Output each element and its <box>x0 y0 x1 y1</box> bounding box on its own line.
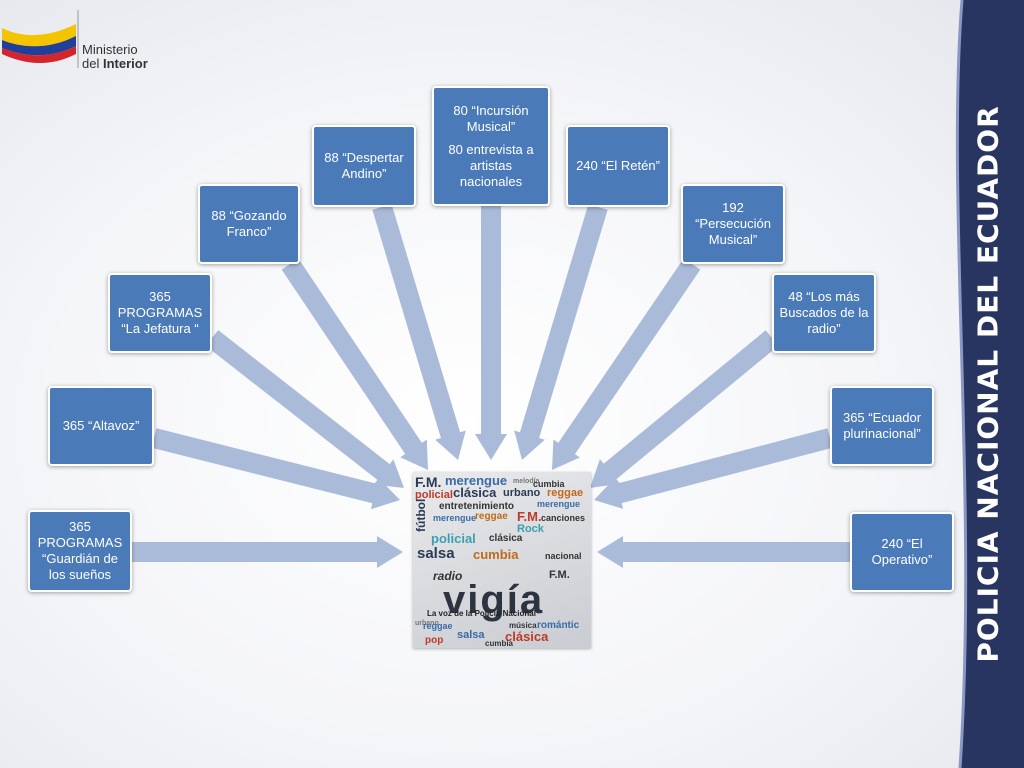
center-word: clásica <box>505 629 549 644</box>
center-word: salsa <box>417 545 455 562</box>
box-buscados: 48 “Los más Buscados de la radio” <box>772 273 876 353</box>
center-tagline: La voz de la Policía Nacional <box>427 609 536 618</box>
center-word: urbano <box>503 487 541 499</box>
center-word: Rock <box>517 523 544 535</box>
radio-vigia-image: F.M. merengue melodía cumbia policial cl… <box>413 472 591 648</box>
box-operativo: 240 “El Operativo” <box>850 512 954 592</box>
center-word: salsa <box>457 629 485 641</box>
center-word: reggae <box>475 511 508 522</box>
arrow-despertar <box>372 204 466 460</box>
center-word: melodía <box>513 478 540 485</box>
center-word: nacional <box>545 551 582 561</box>
center-word: entretenimiento <box>439 501 515 512</box>
box-jefatura: 365 PROGRAMAS “La Jefatura “ <box>108 273 212 353</box>
arrow-ecuador <box>594 428 833 509</box>
arrow-persecucion <box>552 258 701 470</box>
box-despertar: 88 “Despertar Andino” <box>312 125 416 207</box>
center-word: reggae <box>423 621 453 631</box>
center-word: clásica <box>453 485 497 500</box>
ministerio-logo: Ministerio del Interior <box>0 10 160 71</box>
arrow-reten <box>514 204 608 460</box>
center-word: F.M. <box>549 569 570 581</box>
center-word: urbano <box>415 620 439 627</box>
box-reten: 240 “El Retén” <box>566 125 670 207</box>
arrow-incursion <box>475 206 507 460</box>
center-word: merengue <box>445 473 508 488</box>
center-word: cumbia <box>473 547 519 562</box>
box-gozando: 88 “Gozando Franco” <box>198 184 300 264</box>
center-word: clásica <box>489 533 523 544</box>
box-incursion: 80 “Incursión Musical” 80 entrevista a a… <box>432 86 550 206</box>
side-band <box>955 0 1024 768</box>
center-word: cumbia <box>533 479 565 489</box>
center-word: radio <box>433 569 463 583</box>
center-logo-text: vigía <box>443 578 545 622</box>
center-word: fútbol <box>414 498 428 532</box>
center-word: policial <box>415 489 453 501</box>
logo-line-2: del Interior <box>82 56 148 71</box>
center-word: canciones <box>541 513 586 523</box>
box-altavoz: 365 “Altavoz” <box>48 386 154 466</box>
center-word: F.M. <box>415 474 442 490</box>
arrow-guardian <box>132 536 403 568</box>
center-word: pop <box>425 635 444 646</box>
arrow-altavoz <box>151 428 400 510</box>
center-word: merengue <box>433 513 477 523</box>
center-word: policial <box>431 531 476 546</box>
flag-swoosh-icon <box>2 10 79 68</box>
center-word: romántic <box>537 620 580 631</box>
logo-line-1: Ministerio <box>82 42 138 57</box>
center-word: F.M. <box>517 509 542 524</box>
center-word: música <box>509 621 537 630</box>
center-word: merengue <box>537 499 581 509</box>
box-guardian: 365 PROGRAMAS “Guardián de los sueños <box>28 510 132 592</box>
center-word: reggae <box>547 487 584 499</box>
arrow-jefatura <box>205 330 404 488</box>
arrow-buscados <box>590 330 779 488</box>
arrow-operativo <box>597 536 850 568</box>
box-persecucion: 192 “Persecución Musical” <box>681 184 785 264</box>
center-word: cumbia <box>485 639 514 648</box>
box-ecuador: 365 “Ecuador plurinacional” <box>830 386 934 466</box>
arrow-gozando <box>281 258 428 470</box>
